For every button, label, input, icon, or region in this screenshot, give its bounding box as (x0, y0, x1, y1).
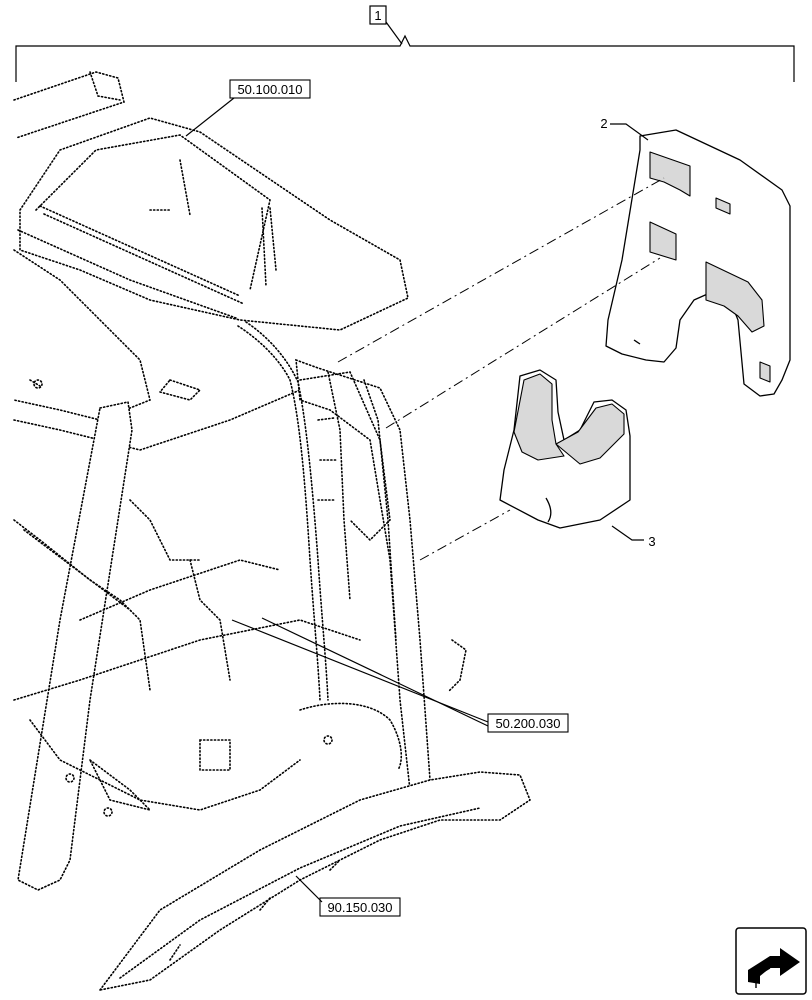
reference-label-1: 50.100.010 (185, 79, 311, 137)
reference-label-2: 50.200.030 (231, 617, 569, 733)
next-page-arrow-icon[interactable] (735, 927, 807, 995)
assembly-callout: 1 (374, 8, 381, 23)
part-callout-3: 3 (648, 534, 655, 549)
part-callout-2: 2 (600, 116, 607, 131)
svg-text:50.200.030: 50.200.030 (495, 716, 560, 731)
svg-text:50.100.010: 50.100.010 (237, 82, 302, 97)
part-2-panel (605, 129, 791, 397)
reference-label-3: 90.150.030 (295, 875, 401, 917)
assembly-leader-lines (337, 177, 665, 561)
assembly-bracket: 1 (15, 5, 795, 82)
part-3-cushion (499, 369, 631, 529)
cab-frame-drawing (13, 71, 531, 992)
part-callouts: 2 3 (600, 116, 655, 549)
svg-text:90.150.030: 90.150.030 (327, 900, 392, 915)
